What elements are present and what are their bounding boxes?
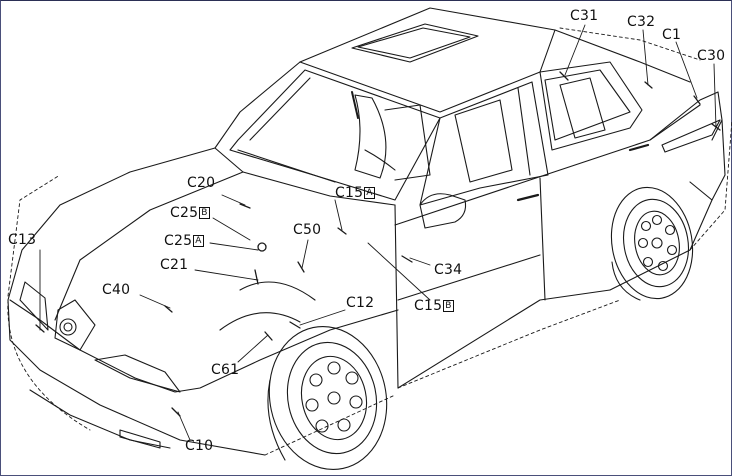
label-c12: C12 <box>346 295 375 311</box>
leader-c15a <box>334 199 343 231</box>
label-c34: C34 <box>434 262 463 278</box>
rear-wheel <box>610 186 694 301</box>
label-c21: C21 <box>160 257 189 273</box>
left-headlamp <box>19 281 49 331</box>
sunroof <box>351 23 479 63</box>
label-c50: C50 <box>293 222 322 238</box>
label-c32: C32 <box>627 14 656 30</box>
leader-lines <box>39 24 717 441</box>
leader-c21 <box>194 269 259 281</box>
brand-badge <box>59 318 77 336</box>
label-c20: C20 <box>187 175 216 191</box>
side-mirror <box>419 193 467 229</box>
leader-c50 <box>301 239 309 269</box>
interior-seats <box>351 77 606 183</box>
label-c30: C30 <box>697 48 726 64</box>
variant-box-a: A <box>193 235 204 247</box>
leader-c12 <box>299 309 346 326</box>
label-c1: C1 <box>662 27 682 43</box>
leader-c1 <box>675 41 698 99</box>
leader-c34 <box>409 257 431 266</box>
side-windows <box>419 61 643 206</box>
car-body-side <box>394 91 726 389</box>
variant-box-b: B <box>443 300 454 312</box>
leader-c20 <box>221 194 246 206</box>
grille-shield <box>54 299 96 351</box>
leader-c31 <box>564 24 586 76</box>
label-c40: C40 <box>102 282 131 298</box>
leader-c61 <box>237 334 269 363</box>
variant-box-b: B <box>199 207 210 219</box>
connector-markers <box>35 71 721 417</box>
variant-box-a: A <box>364 187 375 199</box>
label-c10: C10 <box>185 438 214 454</box>
leader-c15b <box>367 242 431 301</box>
right-headlamp <box>94 354 181 393</box>
rear-lamp <box>661 119 721 153</box>
car-front <box>7 147 399 456</box>
label-c31: C31 <box>570 8 599 24</box>
car-roof <box>214 7 691 206</box>
leader-c32 <box>642 29 649 86</box>
leader-c30 <box>713 63 717 129</box>
leader-c10 <box>177 411 191 441</box>
windshield <box>229 69 441 201</box>
front-wheel <box>267 325 388 471</box>
leader-c25b <box>212 217 251 241</box>
label-c13: C13 <box>8 232 37 248</box>
label-c61: C61 <box>211 362 240 378</box>
leader-c25a <box>209 242 259 251</box>
